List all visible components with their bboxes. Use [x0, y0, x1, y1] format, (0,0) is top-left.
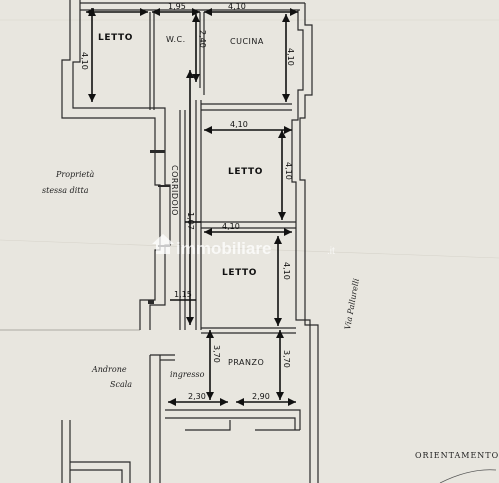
dim-mid-h: 4,10: [284, 162, 293, 180]
dim-mid-w: 4,10: [230, 120, 248, 129]
label-androne-line2: Scala: [110, 380, 132, 389]
dim-top-w2: 4,10: [228, 2, 246, 11]
dim-cucina-h: 4,10: [286, 48, 295, 66]
dim-bottom-w2: 2,90: [252, 392, 270, 401]
dim-wc-h: 2,40: [198, 30, 207, 48]
room-label-wc: W.C.: [166, 35, 186, 44]
label-proprieta-line2: stessa ditta: [42, 186, 89, 195]
dim-low-w: 4,10: [222, 222, 240, 231]
room-label-pranzo: PRANZO: [228, 358, 264, 367]
room-label-corridoio: CORRIDOIO: [170, 165, 179, 216]
dim-bottom-w1: 2,30: [188, 392, 206, 401]
compass-arc: [439, 469, 497, 483]
dim-corr-w: 1,07: [186, 212, 195, 230]
room-label-letto-low: LETTO: [222, 268, 257, 278]
house-icon: [152, 234, 174, 254]
room-label-ingresso: ingresso: [170, 370, 205, 379]
label-orientamento: ORIENTAMENTO: [415, 451, 499, 460]
room-label-letto-top: LETTO: [98, 33, 133, 43]
watermark: immobiliare .it: [152, 234, 335, 258]
dimension-arrows: [86, 8, 298, 406]
label-proprieta-line1: Proprietà: [55, 170, 94, 179]
dim-low-h: 4,10: [282, 262, 291, 280]
dim-corr-bottom: 1,15: [174, 290, 192, 299]
room-label-letto-mid: LETTO: [228, 167, 263, 177]
dim-top-w1: 1,95: [168, 2, 186, 11]
dimension-lines: [86, 8, 298, 403]
watermark-brand: immobiliare: [176, 239, 271, 258]
walls: [61, 0, 319, 483]
label-androne-line1: Androne: [91, 365, 127, 374]
watermark-suffix: .it: [327, 246, 335, 257]
dim-left-h: 4,10: [80, 52, 89, 70]
dim-pranzo-h: 3,70: [282, 350, 291, 368]
room-label-cucina: CUCINA: [230, 37, 264, 46]
dim-ingresso-h: 3,70: [212, 345, 221, 363]
